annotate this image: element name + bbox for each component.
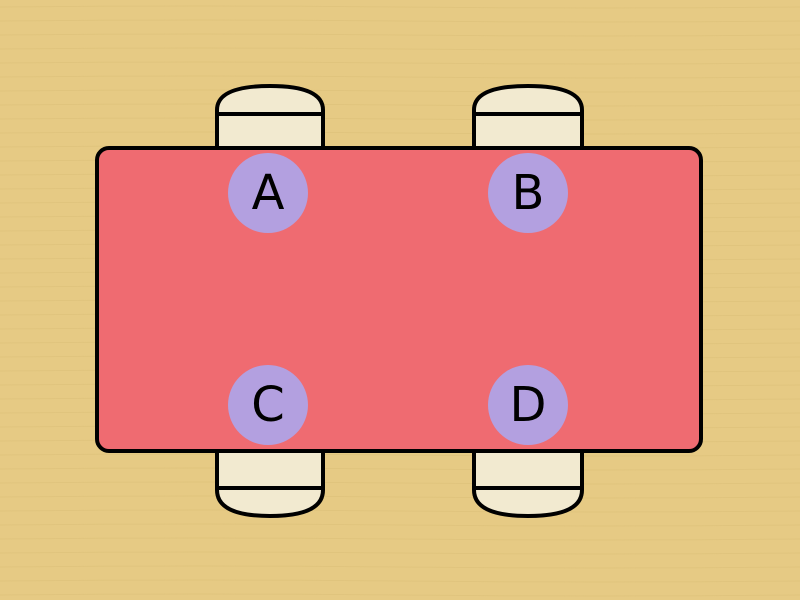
seat-a: A xyxy=(228,153,308,233)
chair-top-left xyxy=(215,84,325,152)
seat-marker xyxy=(228,365,308,445)
seat-marker xyxy=(488,153,568,233)
chair-back xyxy=(472,84,584,152)
seat-b: B xyxy=(488,153,568,233)
chair-back xyxy=(215,446,325,518)
seat-marker xyxy=(488,365,568,445)
chair-back xyxy=(472,446,584,518)
seat-label: C xyxy=(251,377,285,433)
seat-label: D xyxy=(510,377,547,433)
chair-back xyxy=(215,84,325,152)
chair-bottom-left xyxy=(215,446,325,518)
seat-label: A xyxy=(252,165,285,221)
seat-label: B xyxy=(512,165,545,221)
dining-table xyxy=(95,146,703,453)
seat-d: D xyxy=(488,365,568,445)
seat-c: C xyxy=(228,365,308,445)
chair-bottom-right xyxy=(472,446,584,518)
chair-top-right xyxy=(472,84,584,152)
seat-marker xyxy=(228,153,308,233)
